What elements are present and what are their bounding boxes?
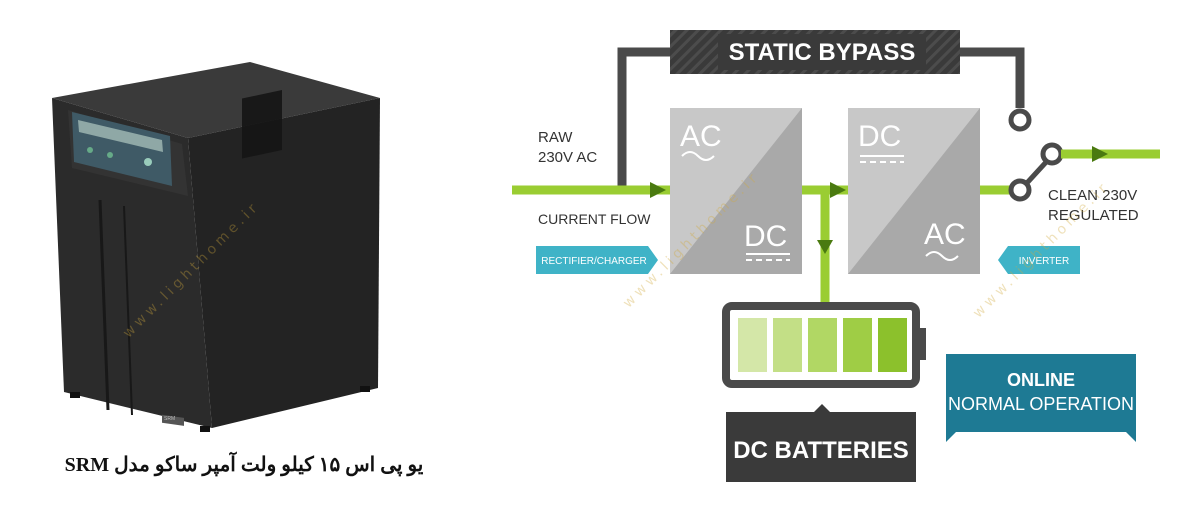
battery-cell bbox=[773, 318, 802, 372]
battery-cell bbox=[878, 318, 907, 372]
batteries-label: DC BATTERIES bbox=[733, 437, 909, 464]
batteries-label-box bbox=[726, 412, 916, 482]
output-label-line1: CLEAN 230V bbox=[1048, 187, 1137, 204]
battery-feed-arrow bbox=[817, 240, 833, 254]
inverter-dc-label: DC bbox=[858, 120, 901, 153]
current-flow-label: CURRENT FLOW bbox=[538, 211, 651, 227]
static-bypass-label: STATIC BYPASS bbox=[729, 39, 916, 66]
battery-icon bbox=[722, 302, 926, 388]
static-bypass-bar: STATIC BYPASS bbox=[670, 30, 960, 74]
battery-cell bbox=[843, 318, 872, 372]
inverter-tag-label: INVERTER bbox=[1019, 256, 1069, 267]
battery-cell bbox=[808, 318, 837, 372]
input-label-line1: RAW bbox=[538, 129, 573, 146]
ac-wave-icon bbox=[925, 251, 959, 261]
transfer-switch bbox=[1024, 158, 1050, 186]
diagram-svg: STATIC BYPASS RAW 230V AC CURRENT FLOW R… bbox=[512, 30, 1160, 482]
product-caption: یو پی اس ۱۵ کیلو ولت آمپر ساکو مدل SRM bbox=[64, 454, 424, 476]
rectifier-dc-label: DC bbox=[744, 220, 787, 253]
ups-product-image: SRM www.lighthome.ir bbox=[0, 0, 500, 501]
input-label-line2: 230V AC bbox=[538, 149, 597, 166]
inverter-contact-icon bbox=[1008, 178, 1032, 202]
rectifier-box: AC DC bbox=[670, 108, 802, 274]
rectifier-ac-label: AC bbox=[680, 120, 722, 153]
mode-line2: NORMAL OPERATION bbox=[948, 394, 1134, 414]
mode-line1: ONLINE bbox=[1007, 370, 1075, 390]
bypass-contact-icon bbox=[1008, 108, 1032, 132]
output-contact-icon bbox=[1040, 142, 1064, 166]
brand-plate-text: SRM bbox=[164, 416, 175, 422]
inverter-box: DC AC bbox=[848, 108, 980, 274]
output-flow-arrow bbox=[1092, 146, 1108, 162]
rectifier-tag: RECTIFIER/CHARGER bbox=[536, 246, 658, 274]
ups-online-diagram: STATIC BYPASS RAW 230V AC CURRENT FLOW R… bbox=[500, 0, 1200, 501]
battery-cell bbox=[738, 318, 767, 372]
mode-box: ONLINE NORMAL OPERATION bbox=[946, 354, 1136, 442]
ac-wave-icon bbox=[681, 151, 715, 161]
inverter-tag: INVERTER bbox=[998, 246, 1080, 274]
ups-tower-illustration: SRM bbox=[52, 62, 380, 432]
rectifier-tag-label: RECTIFIER/CHARGER bbox=[541, 256, 647, 267]
inverter-ac-label: AC bbox=[924, 218, 966, 251]
input-flow-arrow bbox=[650, 182, 666, 198]
output-label-line2: REGULATED bbox=[1048, 207, 1139, 224]
